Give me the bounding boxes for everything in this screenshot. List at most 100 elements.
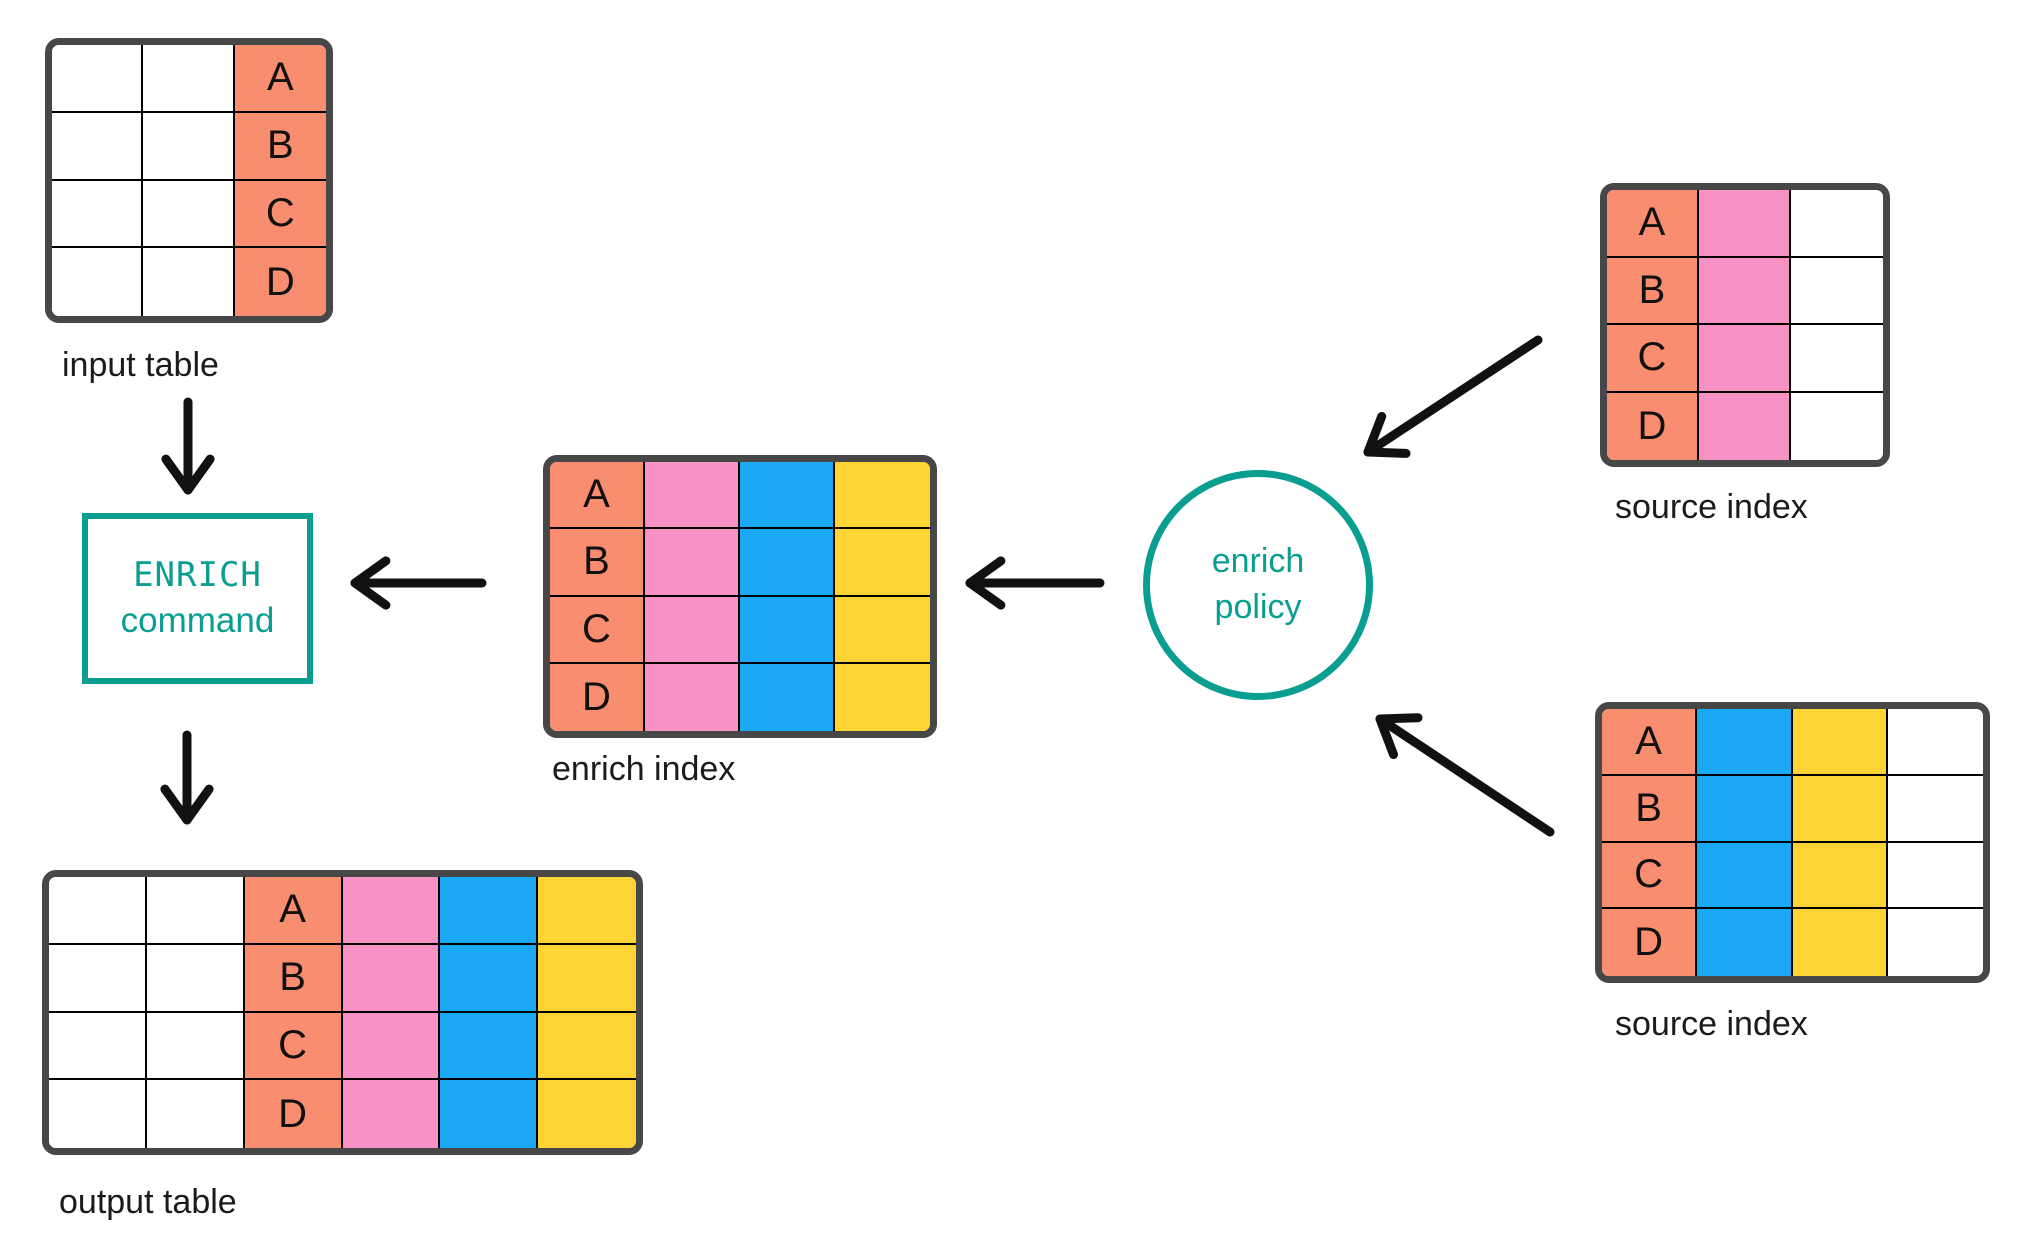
table-cell [1697, 775, 1793, 843]
table-cell: D [550, 663, 645, 731]
table-cell [1792, 909, 1888, 976]
arrow [160, 730, 214, 825]
table-cell [1699, 257, 1791, 325]
table-cell [342, 1080, 441, 1148]
table-cell [835, 663, 930, 731]
input-table-label: input table [62, 346, 219, 384]
table-cell [1792, 775, 1888, 843]
table-cell: B [550, 529, 645, 597]
table-cell: B [234, 112, 326, 181]
table-cell: C [1602, 842, 1698, 910]
table-cell: B [244, 944, 343, 1013]
table-cell [146, 1080, 245, 1148]
table-cell [342, 1012, 441, 1081]
table-cell [1791, 392, 1883, 460]
table-cell: A [244, 877, 343, 945]
table-cell [740, 462, 835, 530]
table-cell [1887, 709, 1983, 776]
table-cell [146, 877, 245, 945]
source-index-top-label: source index [1615, 488, 1808, 526]
table-cell [645, 529, 740, 597]
table-cell [146, 944, 245, 1013]
table-cell [52, 248, 144, 316]
table-cell [1887, 909, 1983, 976]
table-cell [538, 1080, 636, 1148]
table-cell: D [234, 248, 326, 316]
source-index-bottom-label: source index [1615, 1005, 1808, 1043]
table-cell [538, 877, 636, 945]
table-cell: D [244, 1080, 343, 1148]
enrich-command-node: ENRICH command [82, 513, 313, 684]
table-cell [740, 529, 835, 597]
table-cell [1697, 842, 1793, 910]
table-cell [740, 663, 835, 731]
table-cell [1887, 842, 1983, 910]
table-cell [49, 944, 147, 1013]
table-cell [645, 663, 740, 731]
table-cell [645, 596, 740, 664]
enrich-policy-line2: policy [1214, 588, 1302, 626]
table-cell [143, 112, 235, 181]
table-cell: B [1607, 257, 1699, 325]
table-cell [538, 944, 636, 1013]
table-cell [49, 877, 147, 945]
table-cell [440, 877, 539, 945]
table-cell [1697, 909, 1793, 976]
enrich-command-line1: ENRICH [133, 554, 262, 595]
enrich-policy-node: enrich policy [1143, 470, 1373, 700]
table-cell: C [234, 180, 326, 249]
table-cell [52, 112, 144, 181]
enrich-policy-line1: enrich [1211, 542, 1305, 581]
table-cell: B [1602, 775, 1698, 843]
table-cell: A [234, 45, 326, 113]
table-cell: A [550, 462, 645, 530]
table-cell: A [1607, 190, 1699, 258]
table-cell [143, 248, 235, 316]
table-cell [1791, 190, 1883, 258]
table-cell [143, 45, 235, 113]
table-cell [1887, 775, 1983, 843]
arrow [1375, 713, 1555, 837]
table-cell [440, 1080, 539, 1148]
table-cell: A [1602, 709, 1698, 776]
table-cell [1699, 392, 1791, 460]
arrow [350, 556, 487, 610]
table-cell: D [1602, 909, 1698, 976]
table-cell [440, 944, 539, 1013]
arrow [1363, 335, 1543, 458]
table-cell: C [550, 596, 645, 664]
table-cell [1697, 709, 1793, 776]
table-cell: D [1607, 392, 1699, 460]
enrich-command-line2: command [120, 600, 275, 640]
table-cell [1699, 190, 1791, 258]
output-table-label: output table [59, 1183, 237, 1221]
table-cell [1699, 325, 1791, 393]
table-cell [1792, 842, 1888, 910]
table-cell [52, 45, 144, 113]
table-cell [52, 180, 144, 249]
table-cell [342, 944, 441, 1013]
table-cell: C [1607, 325, 1699, 393]
table-cell [143, 180, 235, 249]
table-cell [740, 596, 835, 664]
table-cell [1791, 325, 1883, 393]
table-cell [645, 462, 740, 530]
table-cell [146, 1012, 245, 1081]
table-cell [342, 877, 441, 945]
table-cell: C [244, 1012, 343, 1081]
arrow [965, 556, 1105, 610]
table-cell [835, 596, 930, 664]
enrich-index-label: enrich index [552, 750, 736, 788]
table-cell [49, 1012, 147, 1081]
table-cell [1792, 709, 1888, 776]
table-cell [440, 1012, 539, 1081]
table-cell [835, 462, 930, 530]
table-cell [835, 529, 930, 597]
arrow [161, 397, 215, 495]
